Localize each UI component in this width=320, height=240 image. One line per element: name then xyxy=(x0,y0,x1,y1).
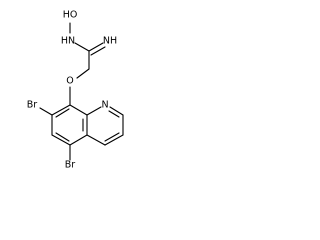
bond-ch2-o xyxy=(76,68,90,79)
bond-n-c-amidine xyxy=(74,42,90,52)
hydroxyl-label: HO xyxy=(63,10,78,21)
bromine-top-label: Br xyxy=(27,100,38,111)
ring-nitrogen-label: N xyxy=(101,100,108,111)
bond-c8a-n1 xyxy=(86,106,102,116)
bonds xyxy=(39,22,124,161)
chemical-structure-diagram: HO HN NH O N Br Br xyxy=(27,10,124,171)
bromine-bottom-label: Br xyxy=(65,160,76,171)
bond-c5-c4a xyxy=(69,134,88,146)
bond-n1-c2-inner xyxy=(108,110,120,118)
imine-nh-label: NH xyxy=(103,36,117,47)
bond-n1-c2 xyxy=(109,106,124,116)
hydroxylamine-nh-label: HN xyxy=(61,36,75,47)
ether-oxygen-label: O xyxy=(66,76,73,87)
bond-c7-br xyxy=(39,107,53,116)
bond-c3-c4-inner xyxy=(104,132,120,142)
bond-c6-c5-inner xyxy=(55,132,70,142)
bond-c6-c5 xyxy=(51,134,71,146)
bond-c8a-c8 xyxy=(69,104,88,116)
atom-labels: HO HN NH O N Br Br xyxy=(27,10,117,171)
bond-c8-c7-inner xyxy=(55,108,70,118)
bond-c-imine-1 xyxy=(88,42,104,52)
bond-c8-c7 xyxy=(51,104,71,116)
bond-c3-c4 xyxy=(104,134,124,146)
bond-c4-c4a xyxy=(86,134,106,146)
bond-c-imine-2 xyxy=(90,46,106,56)
